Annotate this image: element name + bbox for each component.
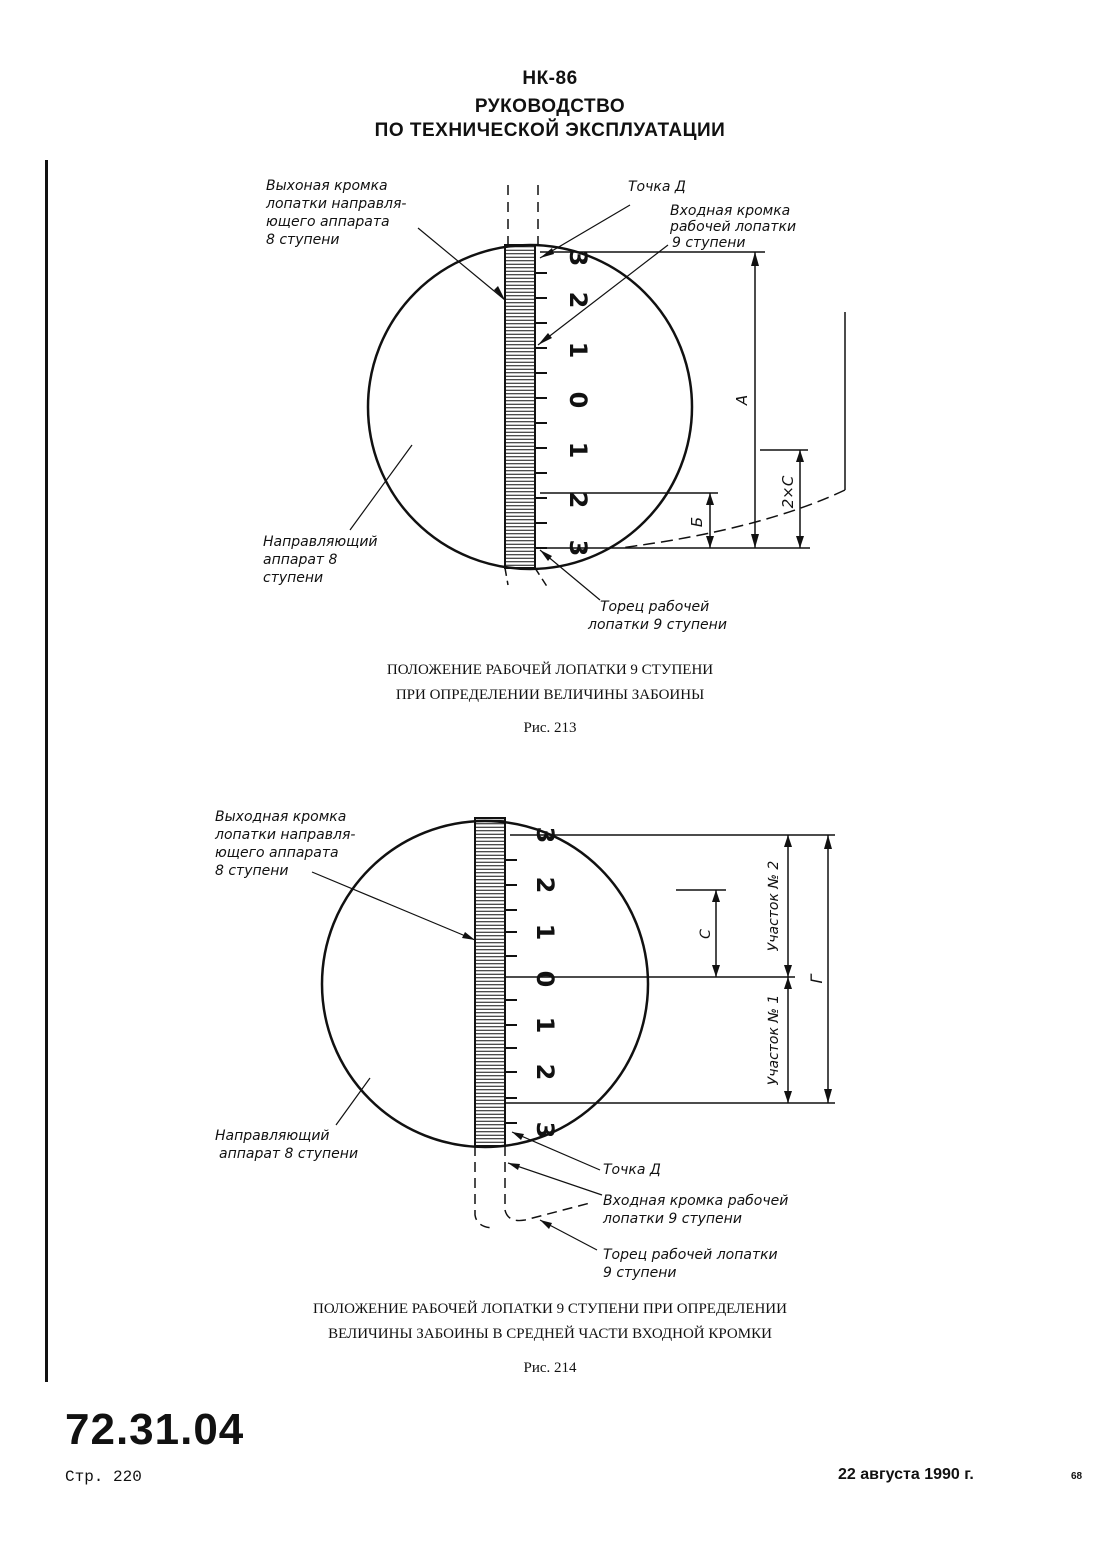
dim-2c-label: 2×С [779,475,797,508]
scale-label: 3 [531,827,559,844]
guide-vane-label-2: Направляющий аппарат 8 ступени [215,1128,359,1162]
scale-label: 3 [564,540,592,557]
point-d-label-2: Точка Д [603,1162,661,1178]
blade-tip-label-2: Торец рабочей лопатки 9 ступени [603,1247,778,1281]
fig213-caption-1: ПОЛОЖЕНИЕ РАБОЧЕЙ ЛОПАТКИ 9 СТУПЕНИ [386,662,714,678]
scale-label: 2 [564,492,592,509]
blade-tip-label: Торец рабочей лопатки 9 ступени [588,599,727,633]
point-d-label: Точка Д [628,179,686,195]
dim-b-label: Б [688,517,706,527]
outlet-edge-label-2: Выходная кромка лопатки направля- ющего … [215,809,356,879]
doc-subtitle: ПО ТЕХНИЧЕСКОЙ ЭКСПЛУАТАЦИИ [374,120,726,141]
guide-vane-label: Направляющий аппарат 8 ступени [263,534,378,586]
change-bar [45,160,48,1382]
figure-214-drawing: 3 2 1 0 1 2 3 С Участок № 2 Участок № 1 … [311,817,835,1251]
section-1-label: Участок № 1 [766,995,782,1086]
scale-label: 0 [564,392,592,409]
figure-213-drawing: 3 2 1 0 1 2 3 А Б 2×С [349,185,846,601]
fig214-caption-2: ВЕЛИЧИНЫ ЗАБОИНЫ В СРЕДНЕЙ ЧАСТИ ВХОДНОЙ… [328,1326,772,1342]
section-2-label: Участок № 2 [766,861,782,952]
scale-label: 3 [531,1122,559,1139]
revision-date: 22 августа 1990 г. [838,1466,974,1483]
scale-ticks [535,272,547,549]
scale-ruler-2 [474,817,506,1147]
outlet-edge-label: Выхоная кромка лопатки направля- ющего а… [266,178,407,248]
dim-a-label: А [733,395,751,406]
scale-ticks-2 [505,859,517,1124]
scale-label: 2 [531,1064,559,1081]
scale-label: 1 [531,924,559,941]
fig214-caption-1: ПОЛОЖЕНИЕ РАБОЧЕЙ ЛОПАТКИ 9 СТУПЕНИ ПРИ … [313,1301,787,1317]
fig213-number: Рис. 213 [523,720,577,736]
scale-ruler [504,244,536,569]
fig214-number: Рис. 214 [523,1360,577,1376]
scale-label: 0 [531,971,559,988]
scale-label: 2 [564,292,592,309]
doc-title: РУКОВОДСТВО [474,96,626,117]
fig213-caption-2: ПРИ ОПРЕДЕЛЕНИИ ВЕЛИЧИНЫ ЗАБОИНЫ [395,687,705,703]
page-number: Стр. 220 [65,1468,142,1486]
dim-g-label: Г [807,973,826,983]
section-code: 72.31.04 [65,1405,245,1454]
scale-label: 1 [531,1017,559,1034]
inlet-edge-label-2: Входная кромка рабочей лопатки 9 ступени [603,1193,789,1227]
doc-code: НК-86 [522,68,578,89]
scale-label: 1 [564,342,592,359]
dim-c-label: С [698,929,714,939]
sheet-mark: 68 [1071,1471,1083,1482]
scale-label: 2 [531,877,559,894]
scale-label: 3 [564,250,592,267]
scale-label: 1 [564,442,592,459]
inlet-edge-label: Входная кромка рабочей лопатки 9 ступени [670,203,797,251]
